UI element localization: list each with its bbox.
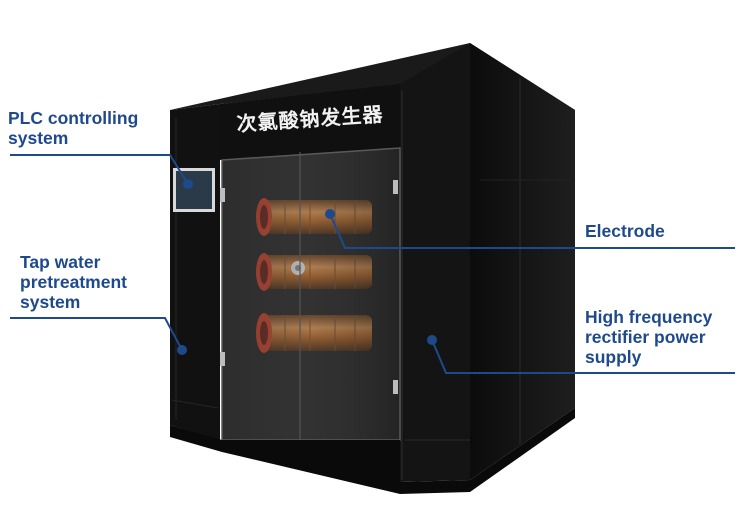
cabinet-left-post [170,104,220,440]
cabinet-header [220,84,400,160]
label-electrode: Electrode [585,221,735,241]
callout-line-electrode [329,213,735,249]
callout-lines [10,154,735,374]
label-line: system [20,292,81,312]
label-tap-water-pretreatment: Tap water pretreatment system [20,252,170,312]
callout-dot-tap [177,345,187,355]
label-line: rectifier power [585,327,706,347]
label-line: Electrode [585,221,665,241]
cabinet-right-side [470,43,575,480]
callout-line-plc [10,154,189,185]
label-line: system [8,128,69,148]
label-plc-controlling-system: PLC controlling system [8,108,178,148]
cabinet-right-post [400,43,470,482]
callout-line-tap [10,317,183,351]
label-line: pretreatment [20,272,127,292]
label-line: PLC controlling [8,108,139,128]
plc-screen [173,168,215,212]
label-line: supply [585,347,642,367]
callout-dot-hf [427,335,437,345]
callout-dot-plc [183,179,193,189]
callout-line-hf [431,339,735,374]
callout-dot-electrode [325,209,335,219]
label-line: High frequency [585,307,713,327]
label-line: Tap water [20,252,101,272]
label-high-frequency-rectifier: High frequency rectifier power supply [585,307,745,367]
cabinet-base [170,408,575,494]
